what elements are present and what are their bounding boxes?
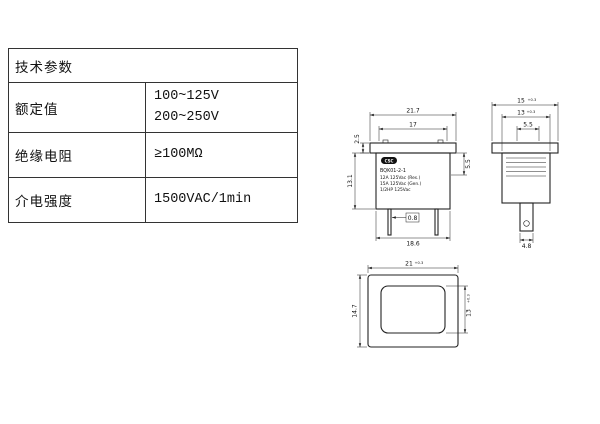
- dim-outer-width: 21 +0.3: [367, 261, 459, 273]
- table-row: 绝缘电阻 ≥100MΩ: [9, 132, 297, 177]
- dim-tolerance: +0.3: [415, 261, 424, 265]
- table-row: 额定值 100~125V 200~250V: [9, 82, 297, 132]
- dim-upper-width: 17: [378, 122, 448, 141]
- param-value-rated-value: 100~125V 200~250V: [146, 83, 297, 132]
- front-view: CSC BQK01-2-1 12A 125Vac (Res.) 15A 125V…: [347, 108, 472, 248]
- dim-right-depth: 5.5: [451, 152, 472, 176]
- dim-text: 2.5: [354, 134, 361, 144]
- value-line: 1500VAC/1min: [154, 191, 252, 207]
- technical-drawing: CSC BQK01-2-1 12A 125Vac (Res.) 15A 125V…: [340, 85, 596, 370]
- rating-text: 15A 125Vac (Gen.): [380, 181, 422, 187]
- dim-text: 13: [466, 309, 473, 317]
- dim-text: 18.6: [406, 241, 420, 248]
- model-text: BQK01-2-1: [380, 168, 406, 174]
- brand-logo: [381, 157, 397, 164]
- dim-tolerance: +0.3: [528, 98, 537, 102]
- dim-rocker-width: 5.5: [516, 122, 540, 141]
- dim-body-height: 13.1: [347, 152, 375, 210]
- dim-text: 13.1: [347, 174, 354, 188]
- side-view: 15 +0.3 13 +0.3 5.5: [491, 98, 559, 250]
- dim-outer-height: 14.7: [352, 274, 367, 348]
- side-body: [501, 152, 551, 204]
- dim-body-width: 13 +0.3: [501, 110, 551, 151]
- dim-tolerance: +0.3: [527, 110, 536, 114]
- dim-text: 5.5: [465, 159, 472, 169]
- bezel-tab-right: [437, 139, 444, 144]
- dim-terminal-thickness: 0.8: [391, 212, 420, 223]
- value-line: ≥100MΩ: [154, 146, 203, 162]
- param-value-dielectric-strength: 1500VAC/1min: [146, 178, 297, 222]
- terminal-left: [387, 208, 392, 236]
- side-ribs: [506, 157, 546, 177]
- dim-tolerance: +0.3: [467, 294, 471, 303]
- dim-flange-width: 15 +0.3: [491, 98, 559, 141]
- outer-outline: [367, 274, 459, 348]
- rating-text: 1/2HP 125Vac: [380, 187, 411, 193]
- value-line: 100~125V: [154, 88, 219, 104]
- dim-text: 14.7: [352, 304, 359, 318]
- dim-text: 4.8: [522, 243, 532, 250]
- param-label-dielectric-strength: 介电强度: [9, 178, 146, 222]
- table-title: 技术参数: [15, 59, 73, 75]
- brand-logo-text: CSC: [385, 158, 394, 163]
- dim-lower-width: 18.6: [375, 211, 451, 248]
- dim-text: 0.8: [408, 215, 418, 222]
- param-label-insulation-resistance: 绝缘电阻: [9, 133, 146, 177]
- dim-text: 21: [405, 261, 413, 268]
- dim-inner-height: 13 +0.3: [446, 285, 473, 334]
- dim-bezel-height: 2.5: [354, 134, 369, 154]
- dim-overall-width: 21.7: [369, 108, 457, 141]
- dim-text: 5.5: [523, 122, 533, 129]
- table-header-row: 技术参数: [9, 49, 297, 82]
- dim-text: 13: [517, 110, 525, 117]
- switch-body: [375, 152, 451, 210]
- table-row: 介电强度 1500VAC/1min: [9, 177, 297, 222]
- terminal-right: [434, 208, 439, 236]
- param-label-rated-value: 额定值: [9, 83, 146, 132]
- dim-text: 21.7: [406, 108, 420, 115]
- rating-text: 12A 125Vac (Res.): [380, 175, 420, 181]
- terminal-hole: [523, 220, 530, 227]
- dim-text: 17: [409, 122, 417, 129]
- bottom-view: 21 +0.3 14.7 13 +0.3: [352, 261, 473, 348]
- side-terminal: [519, 202, 534, 232]
- param-value-insulation-resistance: ≥100MΩ: [146, 133, 297, 177]
- bezel-tab-left: [382, 139, 389, 144]
- dim-text: 15: [517, 98, 525, 105]
- dim-terminal-width: 4.8: [519, 233, 534, 250]
- inner-opening: [380, 285, 446, 334]
- switch-bezel: [369, 142, 457, 154]
- spec-table: 技术参数 额定值 100~125V 200~250V 绝缘电阻 ≥100MΩ 介…: [8, 48, 298, 223]
- value-line: 200~250V: [154, 109, 219, 125]
